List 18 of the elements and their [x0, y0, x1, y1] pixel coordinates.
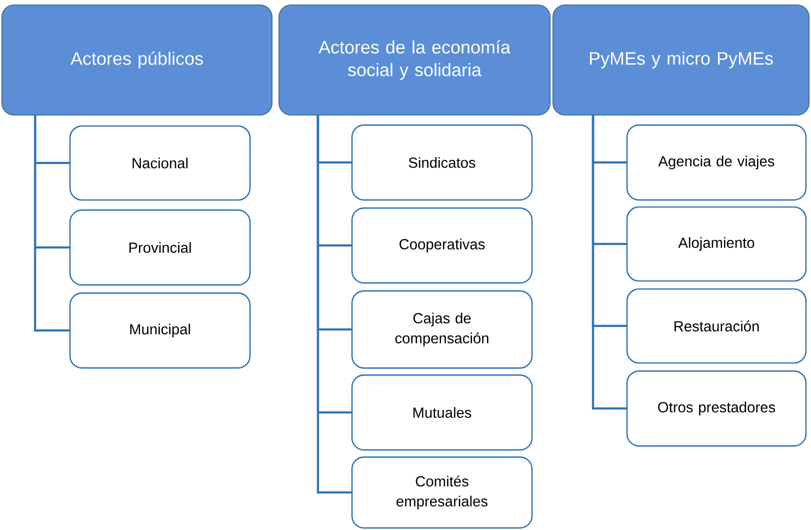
item-box: Municipal	[69, 292, 251, 369]
connector-line	[34, 115, 70, 332]
item-box: Provincial	[69, 209, 251, 286]
item-box: Otros prestadores	[626, 370, 807, 447]
item-box: Mutuales	[351, 374, 533, 451]
item-box: Cajas de compensación	[351, 290, 533, 369]
item-box: Agencia de viajes	[626, 124, 807, 201]
item-box: Alojamiento	[626, 206, 807, 282]
category-box: PyMEs y micro PyMEs	[552, 4, 810, 116]
item-box: Cooperativas	[351, 207, 533, 284]
connector-line	[592, 115, 628, 410]
connector-line	[316, 115, 352, 494]
category-box: Actores públicos	[1, 4, 273, 116]
item-box: Sindicatos	[351, 124, 533, 201]
item-box: Comités empresariales	[351, 456, 533, 529]
item-box: Nacional	[69, 125, 251, 201]
item-box: Restauración	[626, 288, 807, 364]
category-box: Actores de la economía social y solidaria	[278, 4, 550, 116]
